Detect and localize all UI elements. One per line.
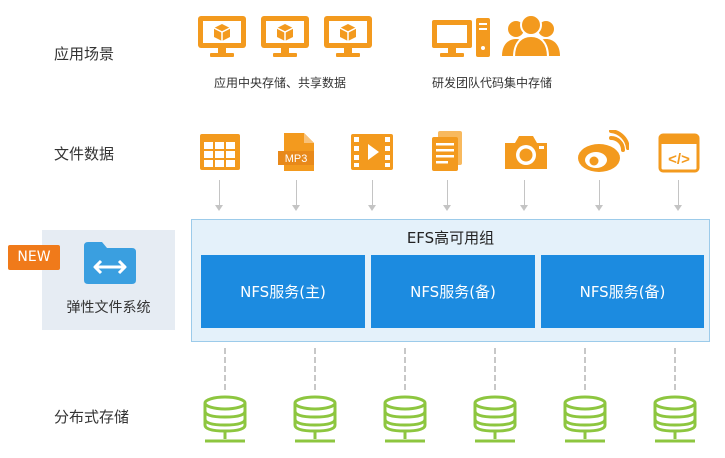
nfs-node-primary: NFS服务(主) [201, 255, 365, 328]
code-icon: </> [658, 133, 700, 173]
team-icon [500, 14, 562, 58]
new-badge: NEW [8, 245, 60, 270]
document-icon [430, 129, 464, 173]
efs-group-title: EFS高可用组 [406, 229, 495, 247]
video-icon [350, 133, 394, 171]
folder-arrows-icon [81, 238, 139, 286]
database-icon [381, 395, 429, 445]
row-label-storage: 分布式存储 [54, 408, 130, 426]
database-icon [561, 395, 609, 445]
row-label-files: 文件数据 [54, 145, 115, 163]
database-icon [201, 395, 249, 445]
database-icon [291, 395, 339, 445]
scene-caption-left: 应用中央存储、共享数据 [214, 76, 347, 90]
nfs-node-standby: NFS服务(备) [541, 255, 704, 328]
nfs-node-standby: NFS服务(备) [371, 255, 535, 328]
weibo-icon [575, 130, 629, 174]
monitor-cube-icon [259, 14, 311, 58]
mp3-label: MP3 [285, 153, 308, 165]
database-icon [651, 395, 699, 445]
monitor-cube-icon [196, 14, 248, 58]
scene-caption-right: 研发团队代码集中存储 [432, 76, 553, 90]
row-label-scene: 应用场景 [54, 45, 115, 63]
monitor-cube-icon [322, 14, 374, 58]
mp3-file-icon: MP3 [276, 131, 318, 173]
desktop-computer-icon [430, 16, 492, 58]
spreadsheet-icon [199, 133, 241, 171]
code-label: </> [668, 151, 690, 168]
efs-label: 弹性文件系统 [66, 300, 151, 316]
camera-icon [503, 133, 549, 171]
database-icon [471, 395, 519, 445]
